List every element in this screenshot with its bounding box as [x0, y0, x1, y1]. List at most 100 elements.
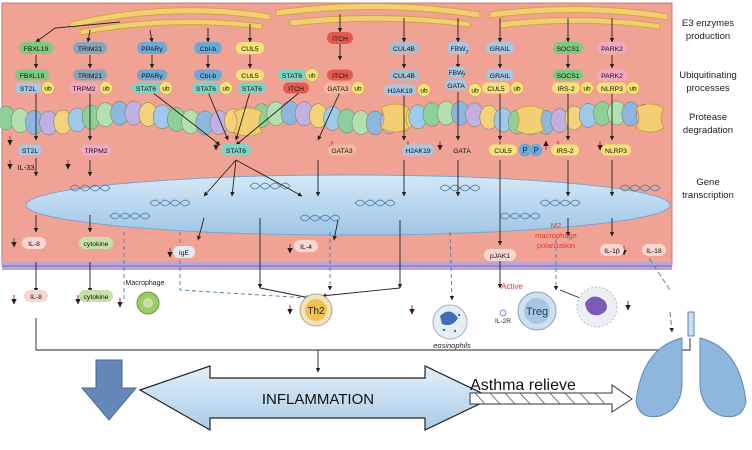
th2-label: Th2: [307, 306, 325, 317]
macrophage-label: Macrophage: [126, 280, 165, 287]
ub-text: ub: [354, 86, 362, 93]
flow-arrow: [207, 91, 229, 141]
arrows-layer: [7, 14, 691, 373]
node-ub-gata-text: GATA: [447, 83, 465, 90]
node-ub-stat6-b-text: STAT6: [196, 86, 216, 93]
label-ubiq-line2: processes: [686, 83, 730, 94]
ub-text: ub: [471, 88, 479, 95]
node-deg-gata: GATA: [452, 145, 472, 155]
flow-arrow: [179, 232, 309, 299]
treg-label: Treg: [526, 306, 548, 318]
node-ub-socs1-text: SOCS1: [556, 73, 579, 80]
asthma-relieve-arrow: [469, 384, 633, 413]
node-deg-irs2: IRS-2: [551, 144, 579, 156]
node-ub-grail: GRAIL: [486, 69, 514, 81]
node-e3-cul4b: CUL4B: [389, 42, 419, 54]
node-ige-text: IgE: [179, 250, 190, 257]
flow-arrow: [151, 91, 221, 146]
dna-strand: [149, 199, 191, 207]
node-ub-fbw: FBW: [447, 66, 465, 78]
node-ub-cul4b: CUL4B: [389, 69, 419, 81]
label-e3-line2: production: [686, 31, 730, 42]
node-e3-fbw7: FBW: [447, 42, 469, 54]
flow-arrow: [35, 21, 121, 43]
node-ub-itch-a: ITCH: [283, 82, 309, 94]
lungs-icon: [635, 311, 747, 418]
node-deg-cul5-text: CUL5: [494, 148, 512, 155]
proteasome-chain: [0, 100, 665, 137]
node-ub-trpm2: TRPM2: [69, 82, 99, 94]
ubiquitin-badge: ub: [305, 68, 319, 82]
flow-arrow: [259, 287, 311, 300]
label-gene-line1: Gene: [696, 177, 719, 188]
ubiquitin-badge: ub: [219, 81, 233, 95]
treg-cell: [517, 291, 557, 331]
eosinophils-label: eosinophils: [433, 341, 471, 350]
node-il4: IL-4: [294, 240, 318, 252]
node-il18-text: IL-18: [646, 248, 662, 255]
node-ub-ppar: PPARγ: [137, 69, 167, 81]
node-ub-stat6-d-text: STAT6: [282, 73, 302, 80]
node-il1b: IL-1β: [600, 244, 624, 256]
ubiquitin-badge: ub: [468, 83, 482, 97]
flow-arrow: [230, 159, 237, 197]
node-il8: IL-8: [22, 237, 46, 249]
node-deg-irs2-text: IRS-2: [556, 148, 574, 155]
node-deg-stat6: STAT6: [221, 144, 251, 156]
node-ub-stat6-c-text: STAT6: [242, 86, 262, 93]
ubiquitin-badge: ub: [626, 81, 640, 95]
node-e3-trim21: TRIM21: [73, 42, 107, 54]
node-ub-socs1: SOCS1: [553, 69, 583, 81]
asthma-arrow-hatching: [474, 392, 606, 405]
node-deg-st2l-text: ST2L: [22, 148, 38, 155]
node-e3-fbxl19-text: FBXL19: [24, 46, 49, 53]
node-deg-st2l: ST2L: [18, 144, 42, 156]
node-bottom-cytokine: cytokine: [79, 290, 113, 302]
node-il1b-text: IL-1β: [604, 248, 620, 255]
flow-arrow: [235, 159, 303, 197]
node-ub-cblb: Cbl-b: [194, 69, 222, 81]
label-e3-line1: E3 enzymes: [682, 18, 735, 29]
node-e3-cblb-text: Cbl-b: [200, 46, 216, 53]
proteasome-cap: [635, 103, 665, 133]
node-ub-cul5-b: CUL5: [482, 82, 510, 94]
node-ub-ppar-text: PPARγ: [141, 73, 163, 80]
node-ub-h2ak19-text: H2AK19: [387, 88, 413, 95]
node-il4-text: IL-4: [300, 244, 312, 251]
ub-text: ub: [222, 86, 230, 93]
active-label: Active: [501, 282, 523, 291]
node-e3-park2-text: PARK2: [601, 46, 623, 53]
ubiquitin-badge: ub: [99, 81, 113, 95]
label-protease-line1: Protease: [689, 112, 727, 123]
ubiquitin-badge: ub: [41, 81, 55, 95]
node-ub-fbxl19: FBXL19: [15, 69, 49, 81]
node-deg-gata3: GATA3: [328, 144, 356, 156]
node-deg-cul5: CUL5: [489, 144, 517, 156]
node-deg-trpm2-text: TRPM2: [84, 148, 107, 155]
node-deg-h2ak19-text: H2AK19: [405, 148, 431, 155]
node-ub-cul5-text: CUL5: [241, 73, 259, 80]
flow-arrow: [235, 91, 301, 146]
ub-text: ub: [162, 86, 170, 93]
decrease-big-arrow: [80, 359, 138, 421]
flow-arrow: [196, 217, 205, 241]
node-deg-nlrp3-text: NLRP3: [605, 148, 627, 155]
node-ub-itch-b: ITCH: [327, 69, 353, 81]
ub-text: ub: [420, 88, 428, 95]
node-ub-stat6-c: STAT6: [238, 82, 266, 94]
dna-strand: [499, 212, 541, 220]
node-e3-ppar-text: PPARγ: [141, 46, 163, 53]
flow-arrow: [669, 311, 674, 333]
node-ub-gata3-text: GATA3: [327, 86, 348, 93]
label-protease-line2: degradation: [683, 125, 733, 136]
m2-line1: M2: [551, 221, 561, 230]
dna-strand: [299, 214, 341, 222]
node-bottom-il8-text: IL-8: [30, 294, 42, 301]
node-deg-h2ak19: H2AK19: [402, 144, 434, 156]
node-ub-st2l: ST2L: [15, 82, 41, 94]
fbw7-subscript: 7: [466, 50, 469, 56]
node-il18: IL-18: [642, 244, 666, 256]
